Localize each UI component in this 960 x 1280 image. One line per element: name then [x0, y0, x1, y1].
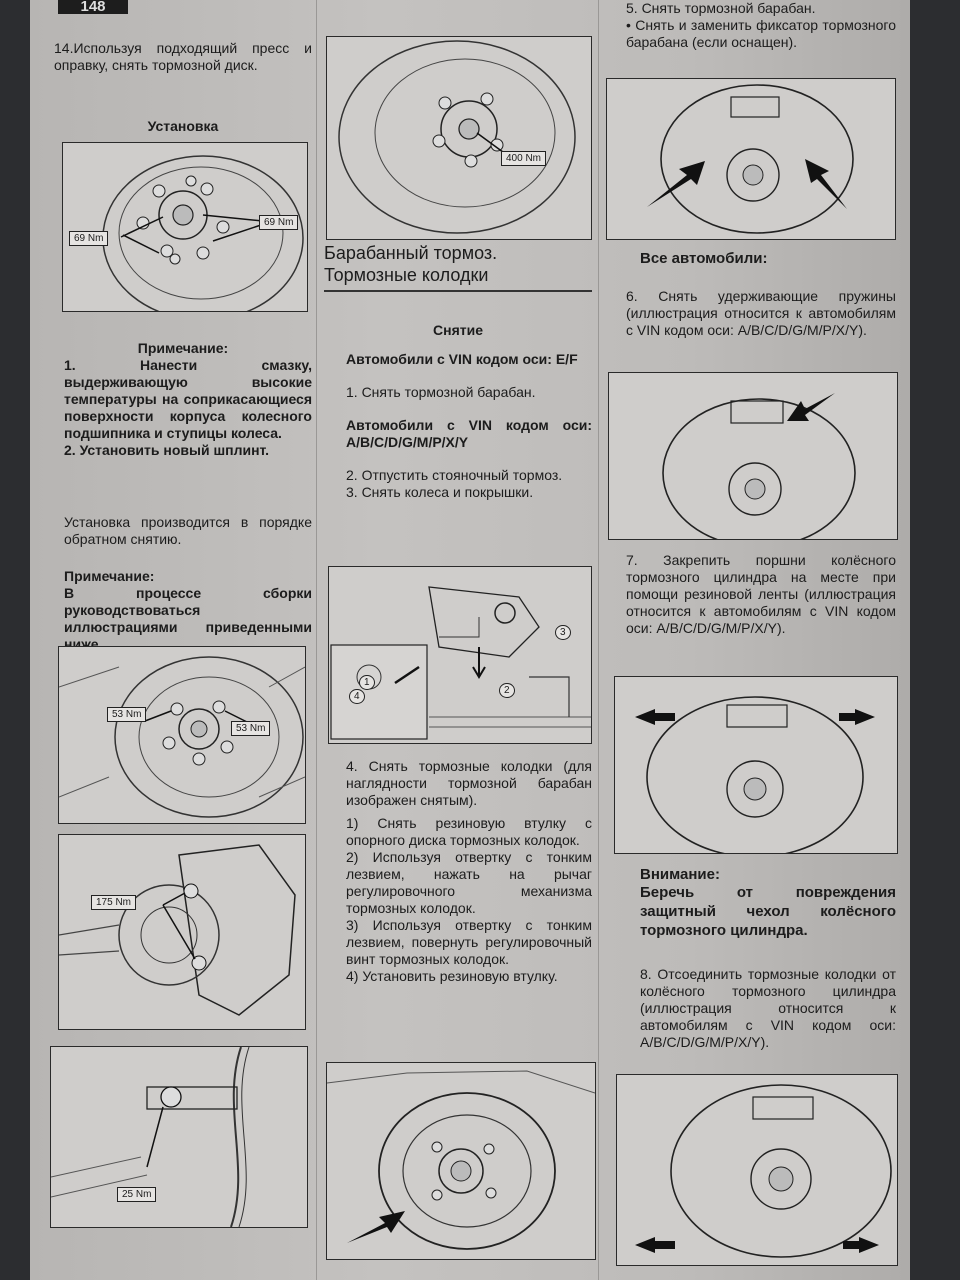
warning-block: Внимание: Беречь от повреждения защитный… — [604, 866, 896, 940]
bracket-illustration — [51, 1047, 250, 1227]
step-4-2: 2) Используя отвертку с тонким лезвием, … — [346, 849, 592, 916]
all-cars-block: Все автомобили: — [604, 250, 896, 267]
install-heading: Установка — [147, 118, 219, 134]
step-8: 8. Отсоединить тормозные колодки от колё… — [640, 966, 896, 1050]
part-2-label: 2 — [499, 683, 515, 698]
step-8-block: 8. Отсоединить тормозные колодки от колё… — [604, 966, 896, 1051]
section-heading: Барабанный тормоз. Тормозные колодки — [324, 242, 592, 292]
step-1: 1. Снять тормозной барабан. — [346, 384, 536, 400]
step-14: 14.Используя подходящий пресс и оправку,… — [54, 40, 312, 73]
brake-drum-illustration — [327, 1070, 595, 1250]
vin-ef-heading: Автомобили с VIN кодом оси: E/F — [346, 351, 578, 367]
column-1: 14.Используя подходящий пресс и оправку,… — [54, 40, 312, 74]
figure-bracket-25nm: 25 Nm — [50, 1046, 308, 1228]
figure-parking-brake: 1 4 2 3 — [328, 566, 592, 744]
torque-label: 25 Nm — [117, 1187, 157, 1202]
note-2-text: В процессе сборки руководствоваться иллю… — [64, 585, 312, 652]
column-separator — [316, 0, 317, 1280]
step-5-bullet: • Снять и заменить фиксатор тормозного б… — [626, 17, 896, 50]
step-3: 3. Снять колеса и покрышки. — [346, 484, 534, 500]
caliper-illustration — [59, 844, 296, 1016]
figure-hub-400nm: 400 Nm — [326, 36, 592, 240]
install-heading-wrap: Установка — [54, 118, 312, 135]
warning-text: Беречь от повреждения защитный чехол кол… — [640, 884, 896, 939]
note-1-item-1: 1. Нанести смазку, выдерживающую высокие… — [64, 357, 312, 441]
removal-heading: Снятие — [433, 322, 483, 338]
step-4-3: 3) Используя отвертку с тонким лезвием, … — [346, 917, 592, 967]
part-1-label: 1 — [359, 675, 375, 690]
step-2: 2. Отпустить стояночный тормоз. — [346, 467, 563, 483]
figure-brake-drum — [326, 1062, 596, 1260]
hub-400nm-illustration — [338, 40, 576, 234]
disconnect-shoes-illustration — [635, 1084, 892, 1258]
parking-brake-illustration — [330, 586, 591, 740]
torque-label: 400 Nm — [501, 151, 547, 166]
torque-label-left: 53 Nm — [107, 707, 147, 722]
all-cars-heading: Все автомобили: — [640, 250, 768, 267]
hub-53nm-illustration — [59, 656, 305, 818]
drum-retainer-illustration — [647, 84, 854, 234]
figure-hub-nut-torque: 69 Nm 69 Nm — [62, 142, 308, 312]
reverse-order-text-wrap: Установка производится в порядке обратно… — [54, 514, 312, 548]
step-6-block: 6. Снять удерживающие пружины (иллюстрац… — [604, 288, 896, 339]
vin-group-heading: Автомобили с VIN кодом оси: A/B/C/D/G/M/… — [346, 417, 592, 450]
removal-block: Снятие Автомобили с VIN кодом оси: E/F 1… — [324, 322, 592, 501]
reverse-order-text: Установка производится в порядке обратно… — [64, 514, 312, 547]
step-6: 6. Снять удерживающие пружины (иллюстрац… — [626, 288, 896, 338]
figure-disconnect-shoes — [616, 1074, 898, 1266]
part-4-label: 4 — [349, 689, 365, 704]
torque-label-right: 53 Nm — [231, 721, 271, 736]
part-3-label: 3 — [555, 625, 571, 640]
column-separator — [598, 0, 599, 1280]
step-4-4: 4) Установить резиновую втулку. — [346, 968, 558, 984]
section-title-line-2: Тормозные колодки — [324, 265, 489, 285]
page-number: 148 — [58, 0, 128, 14]
step-5: 5. Снять тормозной барабан. — [626, 0, 816, 16]
retaining-springs-illustration — [662, 393, 856, 539]
wheel-cylinder-band-illustration — [635, 696, 875, 853]
warning-title: Внимание: — [640, 866, 720, 883]
note-2: Примечание: В процессе сборки руководств… — [54, 568, 312, 653]
note-2-title: Примечание: — [64, 568, 155, 584]
hub-illustration — [102, 155, 304, 311]
step-7: 7. Закрепить поршни колёсного тормозного… — [626, 552, 896, 636]
section-rule — [324, 290, 592, 292]
note-1: Примечание: 1. Нанести смазку, выдержива… — [54, 340, 312, 459]
torque-label-left: 69 Nm — [69, 231, 109, 246]
figure-retaining-springs — [608, 372, 898, 540]
note-1-title: Примечание: — [137, 340, 229, 356]
figure-wheel-cylinder-band — [614, 676, 898, 854]
figure-drum-retainer — [606, 78, 896, 240]
step-7-block: 7. Закрепить поршни колёсного тормозного… — [604, 552, 896, 637]
step-4: 4. Снять тормозные колодки (для наглядно… — [346, 758, 592, 808]
section-title-line-1: Барабанный тормоз. — [324, 243, 498, 263]
note-1-item-2: 2. Установить новый шплинт. — [64, 442, 270, 458]
figure-hub-53nm: 53 Nm 53 Nm — [58, 646, 306, 824]
figure-caliper-175nm: 175 Nm — [58, 834, 306, 1030]
torque-label: 175 Nm — [91, 895, 137, 910]
step-4-1: 1) Снять резиновую втулку с опорного дис… — [346, 815, 592, 848]
torque-label-right: 69 Nm — [259, 215, 299, 230]
step-5-block: 5. Снять тормозной барабан. • Снять и за… — [604, 0, 896, 51]
step-4-block: 4. Снять тормозные колодки (для наглядно… — [324, 758, 592, 985]
manual-page: 148 14.Используя подходящий пресс и опра… — [30, 0, 910, 1280]
